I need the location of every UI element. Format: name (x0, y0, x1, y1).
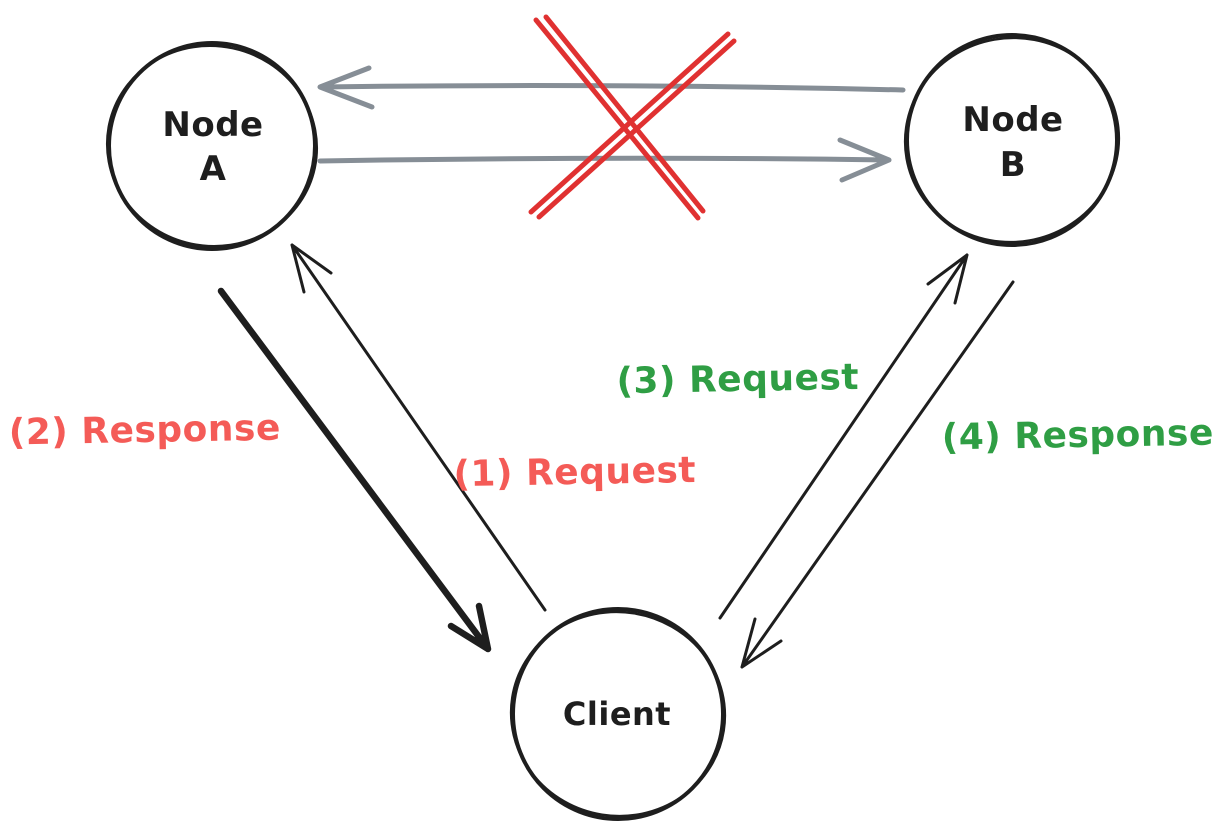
node-a: Node A (105, 41, 319, 251)
node-a-label-line2: A (200, 149, 227, 189)
node-a-circle (107, 41, 317, 251)
label-request-1: (1) Request (453, 450, 696, 495)
client-circle (511, 607, 725, 821)
node-a-circle-sketch (105, 44, 319, 248)
link-node-a-node-b (317, 65, 906, 183)
cross-out-x-icon (528, 14, 737, 221)
client-label: Client (563, 695, 671, 733)
label-request-3: (3) Request (616, 357, 859, 402)
node-b-label-line1: Node (962, 100, 1063, 140)
arrow-response-node-b-to-client (740, 280, 1015, 669)
edges-client-node-b (718, 253, 1015, 669)
client-circle-sketch (509, 610, 727, 818)
node-client: Client (509, 607, 727, 821)
label-response-2: (2) Response (8, 408, 281, 454)
cross-stroke-tl-br (533, 17, 701, 221)
node-b-circle (905, 33, 1119, 247)
arrow-request-client-to-node-b (718, 253, 969, 620)
label-response-4: (4) Response (941, 413, 1214, 459)
edges-client-node-a (217, 243, 547, 653)
node-b-circle-sketch (903, 36, 1121, 244)
node-a-label-line1: Node (162, 105, 263, 145)
arrow-response-node-a-to-client (217, 287, 492, 653)
node-b-label-line2: B (1000, 145, 1026, 185)
cross-stroke-tr-bl-2 (536, 38, 737, 220)
cross-stroke-tl-br-2 (543, 14, 706, 214)
cross-stroke-tr-bl (528, 31, 731, 215)
node-b: Node B (903, 33, 1121, 247)
arrow-b-to-a (317, 65, 906, 110)
arrow-request-client-to-node-a (290, 243, 547, 612)
